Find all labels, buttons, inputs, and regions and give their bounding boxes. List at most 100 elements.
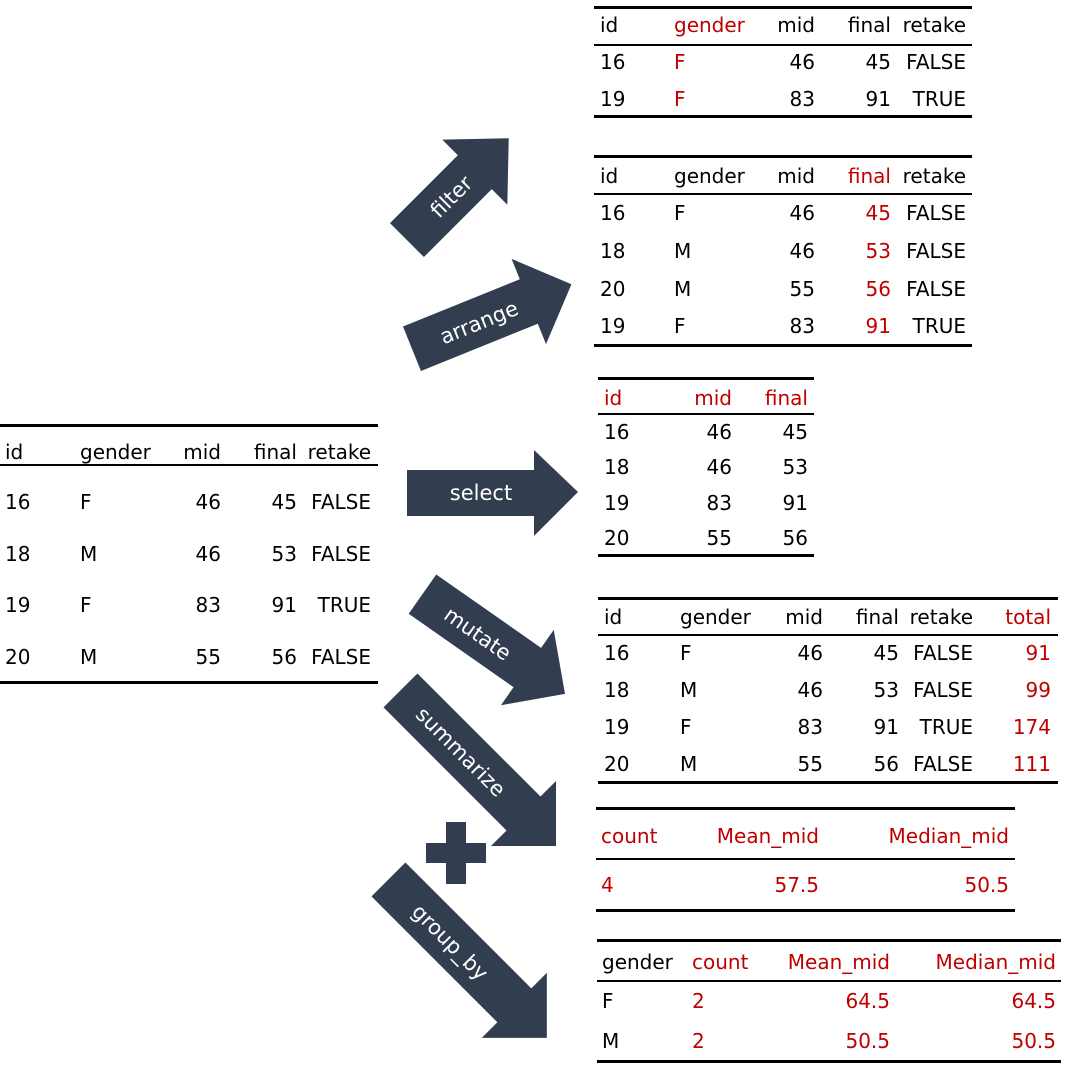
source-cell: 19	[5, 593, 31, 617]
filter-header-gender: gender	[674, 13, 745, 37]
filter-cell: 83	[789, 87, 815, 111]
select-cell: 19	[604, 491, 630, 515]
select-cell: 20	[604, 526, 630, 550]
select-arrow	[407, 450, 578, 536]
source-cell: 83	[195, 593, 221, 617]
source-cell: F	[80, 593, 92, 617]
select-result-table: id mid final 16 46 45 18 46 53 19 83 91 …	[598, 377, 814, 559]
select-cell: 55	[706, 526, 732, 550]
source-cell: 91	[271, 593, 297, 617]
select-cell: 16	[604, 420, 630, 444]
source-cell: 46	[195, 542, 221, 566]
mutate-cell: 91	[873, 715, 899, 739]
summarize-cell: 57.5	[774, 873, 819, 897]
mutate-cell: 16	[604, 641, 630, 665]
arrange-cell: 16	[600, 201, 626, 225]
mutate-header-gender: gender	[680, 605, 751, 629]
group-by-cell: 2	[692, 989, 705, 1013]
arrange-header-final: final	[847, 164, 891, 188]
arrange-arrow-shape	[402, 258, 572, 371]
arrange-cell: M	[674, 239, 692, 263]
source-header-gender: gender	[80, 440, 151, 464]
select-label: select	[450, 481, 512, 505]
filter-cell: F	[674, 50, 686, 74]
group-by-cell: 50.5	[1011, 1029, 1056, 1053]
group-by-header-mean-mid: Mean_mid	[787, 950, 890, 974]
filter-arrow: filter	[389, 138, 509, 258]
group-by-header-gender: gender	[602, 950, 673, 974]
source-cell: 46	[195, 490, 221, 514]
group-by-cell: 64.5	[1011, 989, 1056, 1013]
summarize-cell: 4	[601, 873, 614, 897]
filter-arrow-shape	[389, 138, 509, 258]
select-cell: 91	[782, 491, 808, 515]
mutate-cell: F	[680, 715, 692, 739]
mutate-cell: FALSE	[913, 641, 973, 665]
summarize-arrow-shape	[383, 673, 557, 847]
group-by-result-table: gender count Mean_mid Median_mid F 2 64.…	[597, 939, 1061, 1066]
mutate-header-final: final	[855, 605, 899, 629]
arrange-cell: 56	[865, 277, 891, 301]
mutate-cell: 45	[873, 641, 899, 665]
select-cell: 46	[706, 420, 732, 444]
source-cell: 18	[5, 542, 31, 566]
group-by-arrow-shape	[371, 862, 547, 1038]
arrange-cell: M	[674, 277, 692, 301]
arrange-cell: FALSE	[906, 239, 966, 263]
arrange-cell: FALSE	[906, 201, 966, 225]
source-cell: 20	[5, 645, 31, 669]
mutate-cell: 56	[873, 752, 899, 776]
mutate-cell: 18	[604, 678, 630, 702]
mutate-cell: M	[680, 678, 698, 702]
source-cell: F	[80, 490, 92, 514]
mutate-cell: FALSE	[913, 678, 973, 702]
filter-header-id: id	[600, 13, 619, 37]
arrange-cell: 55	[789, 277, 815, 301]
filter-cell: 91	[865, 87, 891, 111]
source-cell: 16	[5, 490, 31, 514]
arrange-cell: 20	[600, 277, 626, 301]
arrange-cell: 91	[865, 314, 891, 338]
mutate-header-total: total	[1005, 605, 1051, 629]
arrange-header-mid: mid	[777, 164, 815, 188]
source-cell: 45	[271, 490, 297, 514]
plus-icon	[426, 822, 486, 884]
group-by-cell: 64.5	[845, 989, 890, 1013]
filter-cell: FALSE	[906, 50, 966, 74]
arrange-arrow: arrange	[402, 258, 572, 371]
group-by-header-median-mid: Median_mid	[935, 950, 1056, 974]
mutate-cell: 46	[797, 641, 823, 665]
mutate-cell: 91	[1025, 641, 1051, 665]
source-header-id: id	[5, 440, 24, 464]
source-cell: TRUE	[317, 593, 371, 617]
filter-header-final: final	[847, 13, 891, 37]
arrange-cell: F	[674, 201, 686, 225]
filter-header-retake: retake	[902, 13, 966, 37]
select-cell: 18	[604, 455, 630, 479]
arrange-cell: F	[674, 314, 686, 338]
source-header-mid: mid	[183, 440, 221, 464]
summarize-result-table: count Mean_mid Median_mid 4 57.5 50.5	[596, 807, 1015, 914]
group-by-cell: F	[602, 989, 614, 1013]
arrange-result-table: id gender mid final retake 16 F 46 45 FA…	[594, 155, 972, 349]
mutate-result-table: id gender mid final retake total 16 F 46…	[598, 597, 1058, 786]
arrange-cell: 19	[600, 314, 626, 338]
arrange-cell: 83	[789, 314, 815, 338]
mutate-cell: 53	[873, 678, 899, 702]
mutate-cell: 19	[604, 715, 630, 739]
mutate-cell: M	[680, 752, 698, 776]
mutate-header-retake: retake	[909, 605, 973, 629]
arrange-cell: 46	[789, 239, 815, 263]
mutate-cell: 55	[797, 752, 823, 776]
arrange-header-retake: retake	[902, 164, 966, 188]
filter-cell: TRUE	[912, 87, 966, 111]
mutate-cell: 83	[797, 715, 823, 739]
group-by-cell: 50.5	[845, 1029, 890, 1053]
select-cell: 56	[782, 526, 808, 550]
group-by-arrow: group_by	[371, 862, 547, 1038]
mutate-cell: 46	[797, 678, 823, 702]
filter-header-mid: mid	[777, 13, 815, 37]
filter-cell: 46	[789, 50, 815, 74]
source-cell: FALSE	[311, 542, 371, 566]
